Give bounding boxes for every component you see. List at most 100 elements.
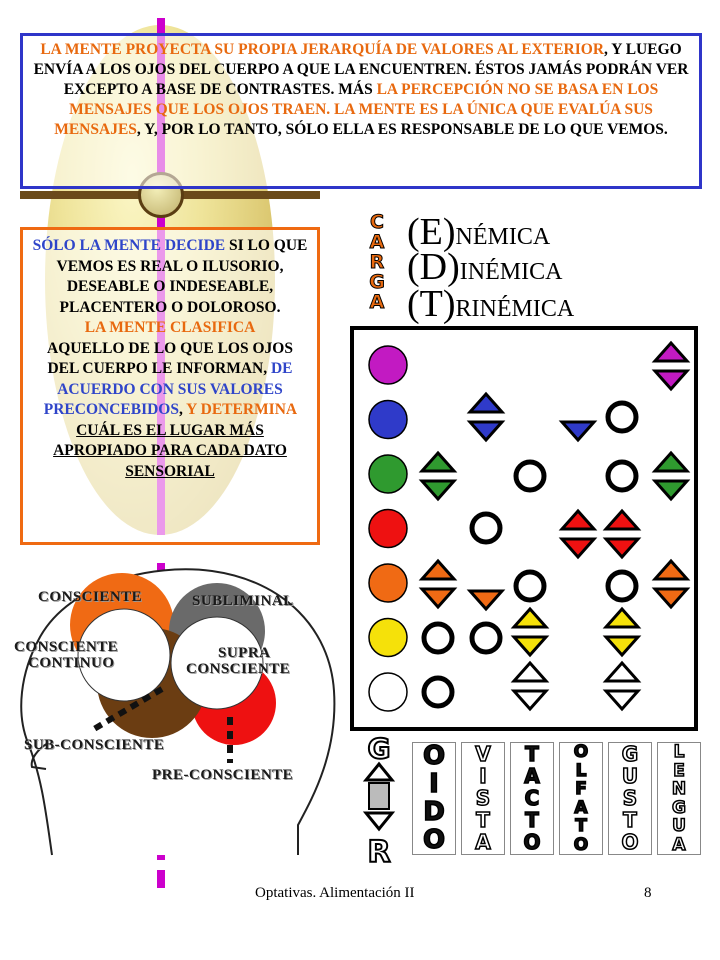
left-text-part1: SÓLO LA MENTE DECIDE bbox=[32, 237, 226, 254]
color-circle bbox=[368, 563, 408, 603]
sense-letter: U bbox=[621, 764, 639, 788]
sense-letter: I bbox=[478, 764, 487, 788]
sense-letter: T bbox=[524, 742, 539, 766]
gidr-letter: R bbox=[367, 835, 390, 866]
down-triangle bbox=[651, 587, 691, 610]
up-triangle bbox=[651, 558, 691, 581]
label-pre-consciente: PRE-CONSCIENTE bbox=[152, 767, 294, 783]
top-text-part1: LA MENTE PROYECTA SU PROPIA JERARQUÍA DE… bbox=[40, 41, 605, 58]
empty-circle bbox=[469, 511, 503, 545]
left-text-part2: SI LO QUE VEMOS ES REAL O ILUSORIO, DESE… bbox=[56, 237, 308, 316]
consciente-continuo-circle bbox=[77, 608, 171, 702]
sense-letter: G bbox=[671, 797, 686, 818]
label-sub-consciente: SUB-CONSCIENTE bbox=[24, 737, 165, 753]
down-triangle bbox=[510, 689, 550, 712]
sense-block-icon bbox=[368, 782, 390, 810]
left-text-part8: CUÁL ES EL LUGAR MÁS APROPIADO PARA CADA… bbox=[53, 421, 287, 480]
empty-circle bbox=[513, 569, 547, 603]
sense-letter: S bbox=[475, 786, 491, 810]
shapes-svg bbox=[368, 340, 691, 712]
sense-letter: S bbox=[622, 786, 638, 810]
color-circle bbox=[368, 508, 408, 549]
up-triangle bbox=[651, 450, 691, 473]
up-triangle bbox=[418, 558, 458, 581]
label-supra-2: CONSCIENTE bbox=[186, 661, 291, 677]
sense-letter: E bbox=[672, 760, 685, 781]
empty-circle bbox=[605, 400, 639, 434]
top-text-part3: LA PERCEPCIÓN NO SE BASA EN LOS MENSAJES… bbox=[54, 81, 659, 138]
sense-letter: L bbox=[575, 760, 587, 781]
color-circle bbox=[368, 399, 408, 440]
down-triangle bbox=[466, 589, 506, 612]
sense-letter: V bbox=[474, 742, 491, 766]
up-triangle bbox=[510, 606, 550, 629]
carga-label: C A R G A bbox=[365, 212, 389, 313]
down-triangle bbox=[558, 420, 598, 443]
carga-letter: A bbox=[369, 291, 385, 313]
term-enemica: (E)NÉMICA bbox=[407, 212, 550, 257]
sense-letter: I bbox=[428, 769, 439, 800]
left-text-part3: LA MENTE CLASIFICA bbox=[84, 319, 256, 336]
carga-letter: G bbox=[369, 271, 386, 293]
empty-circle bbox=[421, 675, 455, 709]
top-text-part2: , Y LUEGO ENVÍA A LOS OJOS DEL CUERPO A … bbox=[33, 41, 689, 98]
label-consciente: CONSCIENTE bbox=[38, 589, 143, 605]
arrow-up-icon bbox=[362, 761, 396, 782]
sense-letter: T bbox=[574, 816, 587, 837]
sense-letter: A bbox=[523, 764, 540, 788]
left-text-part5: DE ACUERDO CON SUS VALORES PRECONCEBIDOS bbox=[43, 360, 293, 418]
sense-letter: U bbox=[671, 816, 686, 837]
empty-circle bbox=[605, 459, 639, 493]
sense-letter: O bbox=[621, 830, 640, 854]
nose-outline bbox=[30, 742, 49, 770]
down-triangle bbox=[558, 537, 598, 560]
footer-title: Optativas. Alimentación II bbox=[255, 885, 415, 901]
sense-letter: T bbox=[475, 808, 490, 832]
up-triangle bbox=[602, 508, 642, 531]
down-triangle bbox=[602, 635, 642, 658]
empty-circle bbox=[469, 621, 503, 655]
up-triangle bbox=[510, 660, 550, 683]
top-text-box: LA MENTE PROYECTA SU PROPIA JERARQUÍA DE… bbox=[20, 33, 702, 189]
term-prefix: (E) bbox=[407, 211, 456, 253]
term-prefix: (D) bbox=[407, 246, 460, 288]
label-consciente-continuo-2: CONTINUO bbox=[28, 655, 115, 671]
label-subliminal: SUBLIMINAL bbox=[192, 593, 294, 609]
up-triangle bbox=[602, 606, 642, 629]
up-triangle bbox=[558, 508, 598, 531]
down-triangle bbox=[418, 479, 458, 502]
color-circle bbox=[368, 672, 408, 712]
label-supra-1: SUPRA bbox=[218, 645, 271, 661]
down-triangle bbox=[602, 537, 642, 560]
sense-letter: T bbox=[524, 808, 539, 832]
sense-letter: O bbox=[422, 824, 446, 855]
color-circle bbox=[368, 454, 408, 494]
term-rest: RINÉMICA bbox=[455, 296, 575, 322]
up-triangle bbox=[418, 450, 458, 473]
up-triangle bbox=[602, 660, 642, 683]
gidr-letter: G bbox=[368, 736, 391, 765]
label-consciente-continuo-1: CONSCIENTE bbox=[14, 639, 119, 655]
sense-letter: G bbox=[621, 742, 639, 766]
carga-letter: R bbox=[369, 251, 385, 273]
down-triangle bbox=[466, 420, 506, 443]
sense-letter: O bbox=[573, 742, 589, 763]
down-triangle bbox=[651, 479, 691, 502]
sense-letter: T bbox=[622, 808, 637, 832]
left-text-part6: , bbox=[178, 401, 187, 418]
sense-letter: O bbox=[422, 741, 446, 772]
term-rest: NÉMICA bbox=[455, 224, 551, 250]
term-rest: INÉMICA bbox=[459, 259, 563, 285]
sense-letter: A bbox=[474, 830, 491, 854]
gidr-svg: G R bbox=[362, 731, 396, 871]
sense-letter: D bbox=[422, 796, 445, 827]
axis-gap-bottom bbox=[155, 860, 167, 870]
sense-letter: A bbox=[574, 797, 589, 818]
empty-circle bbox=[513, 459, 547, 493]
arrow-down-icon bbox=[362, 811, 396, 832]
term-trinemica: (T)RINÉMICA bbox=[407, 284, 574, 329]
